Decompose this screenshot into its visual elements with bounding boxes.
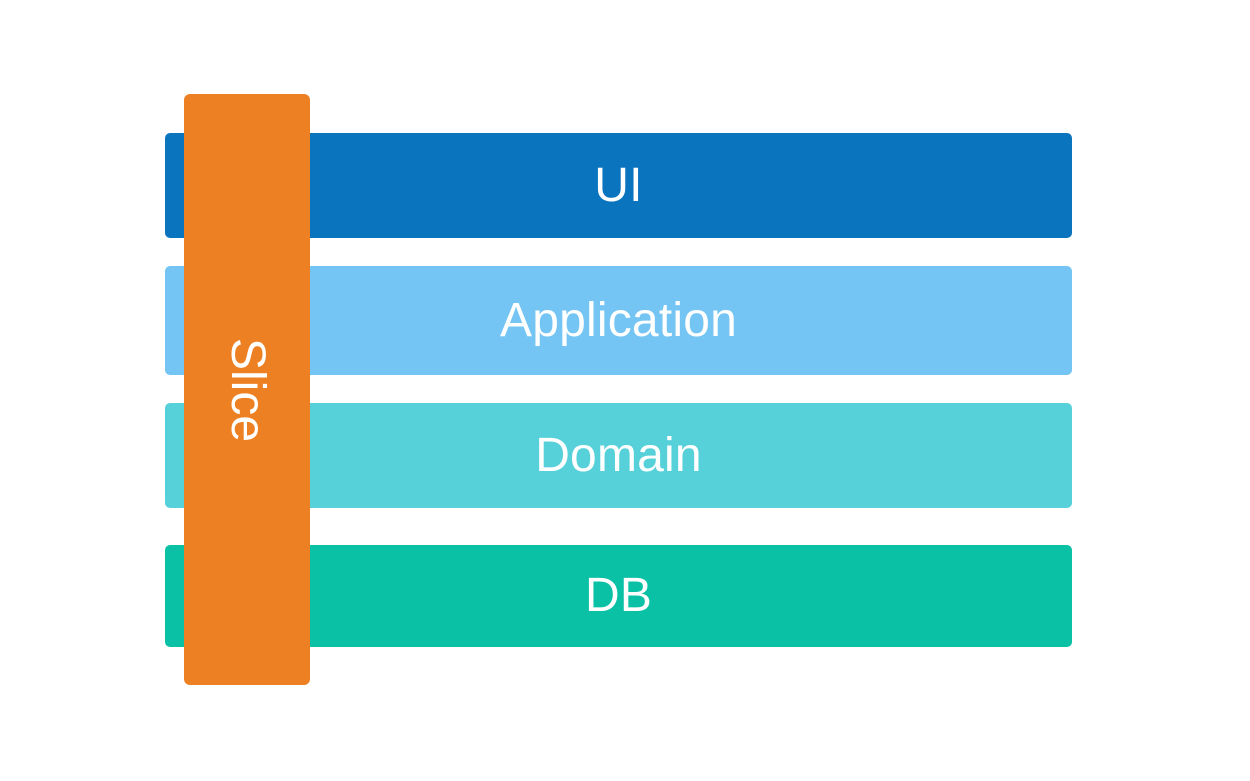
layer-bar-db: DB	[165, 545, 1072, 647]
layer-bar-ui: UI	[165, 133, 1072, 238]
layer-bar-application: Application	[165, 266, 1072, 375]
vertical-slice-bar: Slice	[184, 94, 310, 685]
vertical-slice-label: Slice	[220, 337, 274, 442]
layer-bar-domain: Domain	[165, 403, 1072, 508]
layer-label-application: Application	[499, 293, 738, 347]
layer-label-ui: UI	[594, 158, 643, 212]
layer-label-db: DB	[584, 569, 653, 622]
layer-label-domain: Domain	[535, 428, 702, 482]
